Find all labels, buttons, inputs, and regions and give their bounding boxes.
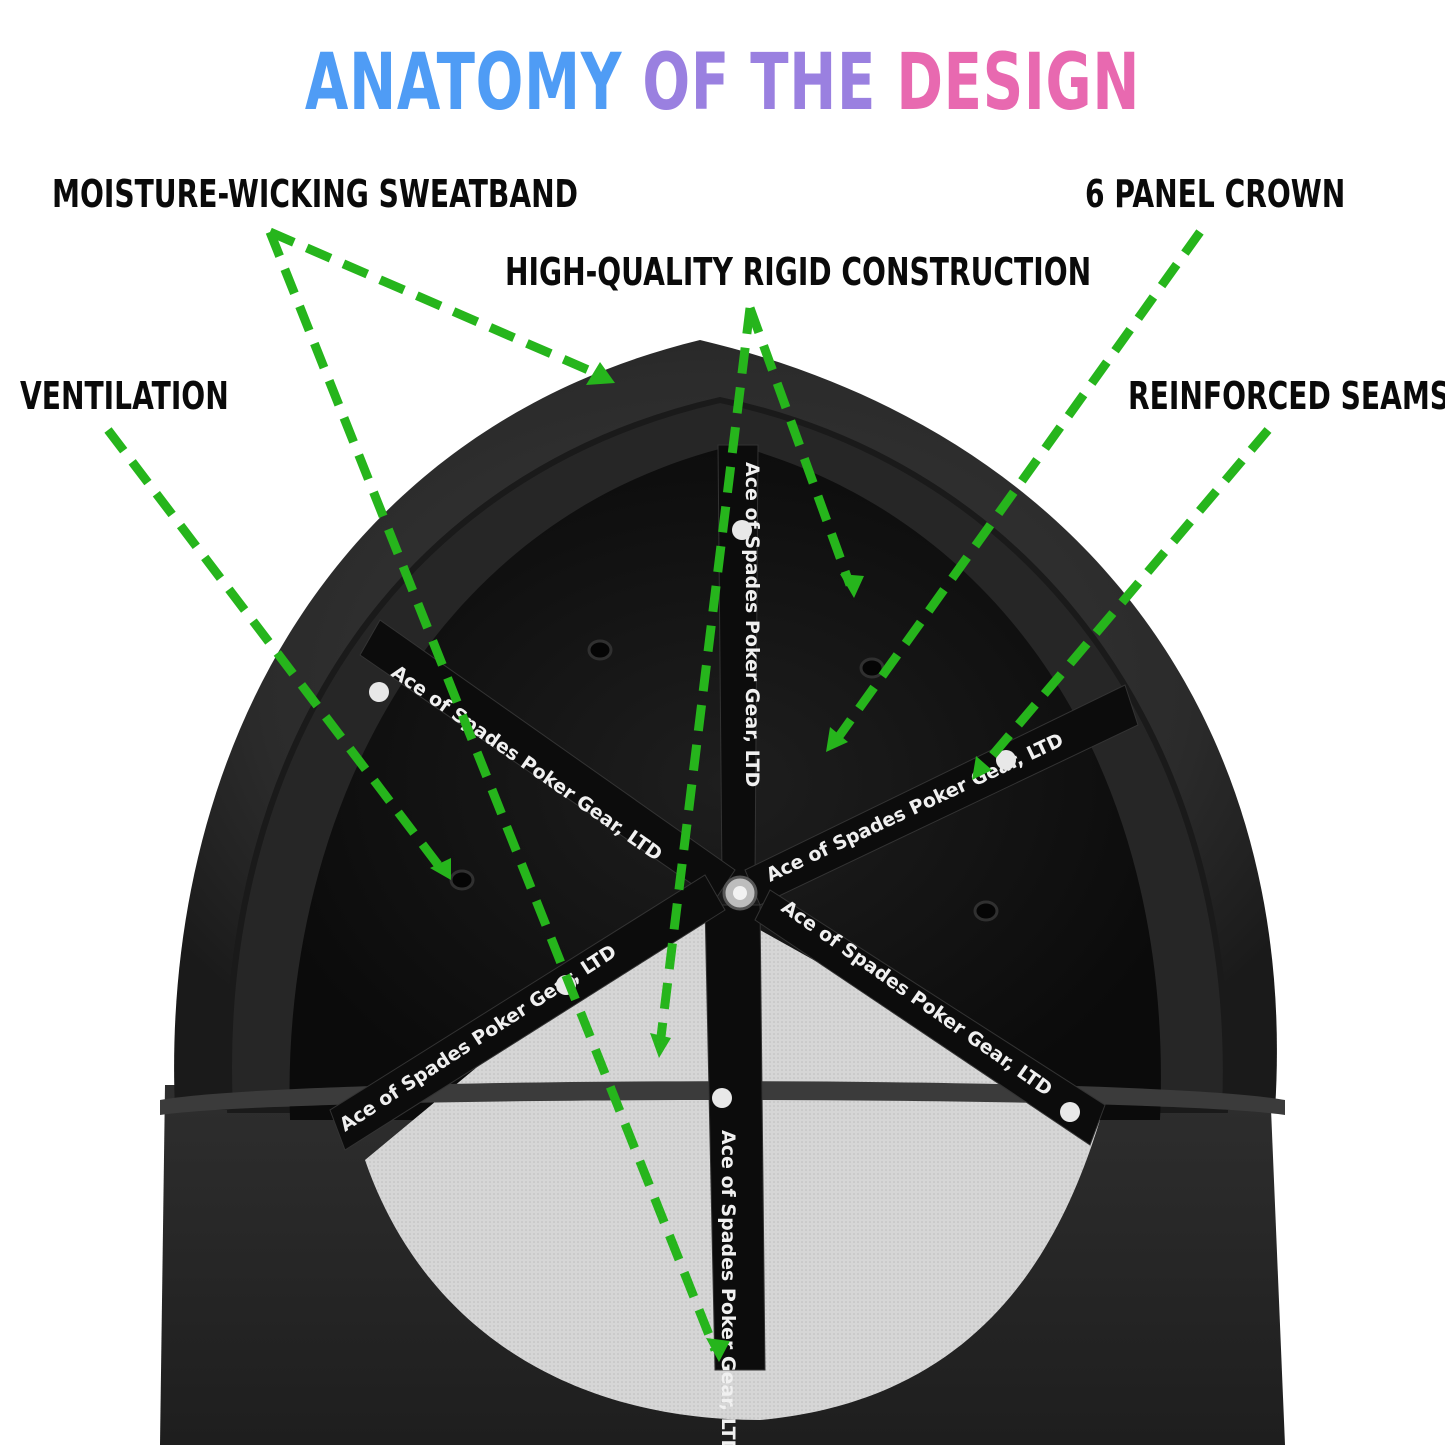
leader-ventilation <box>104 427 446 873</box>
title-part-2: OF THE <box>642 38 897 128</box>
leader-seams <box>976 427 1272 773</box>
callout-six-panel-crown: 6 PANEL CROWN <box>1085 172 1346 216</box>
arrowhead <box>840 574 864 598</box>
leader-sweatband-a <box>268 227 602 380</box>
eyelet <box>449 869 475 891</box>
page-title: ANATOMY OF THE DESIGN <box>202 38 1242 128</box>
title-part-3: DESIGN <box>896 38 1141 128</box>
tape-text-top: Ace of Spades Poker Gear, LTD <box>741 462 763 787</box>
arrowhead <box>826 727 848 752</box>
tape-text-bottom: Ace of Spades Poker Gear, LTD <box>717 1130 739 1445</box>
arrowhead <box>650 1033 671 1058</box>
cap-interior-photo: Ace of Spades Poker Gear, LTD Ace of Spa… <box>160 340 1285 1445</box>
eyelets <box>449 639 999 922</box>
tape-right-lower <box>754 889 1106 1146</box>
tape-left-lower <box>329 874 726 1151</box>
title-part-1: ANATOMY <box>304 38 643 128</box>
arrowhead <box>586 362 615 385</box>
arrowhead <box>430 858 451 880</box>
callout-reinforced-seams: REINFORCED SEAMS <box>1128 374 1445 418</box>
leader-crown <box>831 229 1204 745</box>
eyelet <box>973 900 999 922</box>
eyelet <box>859 657 885 679</box>
leader-lines <box>104 227 1272 1352</box>
callout-rigid-construction: HIGH-QUALITY RIGID CONSTRUCTION <box>505 250 1092 294</box>
leader-sweatband-b <box>265 230 720 1352</box>
callout-sweatband: MOISTURE-WICKING SWEATBAND <box>52 172 578 216</box>
arrowhead <box>972 756 992 780</box>
arrowhead <box>706 1338 730 1362</box>
leader-rigid-b <box>655 307 755 1046</box>
leader-arrowheads <box>430 362 992 1362</box>
eyelet <box>587 639 613 661</box>
tape-right-upper <box>744 684 1139 906</box>
leader-rigid-a <box>745 306 855 587</box>
callout-ventilation: VENTILATION <box>20 374 229 418</box>
